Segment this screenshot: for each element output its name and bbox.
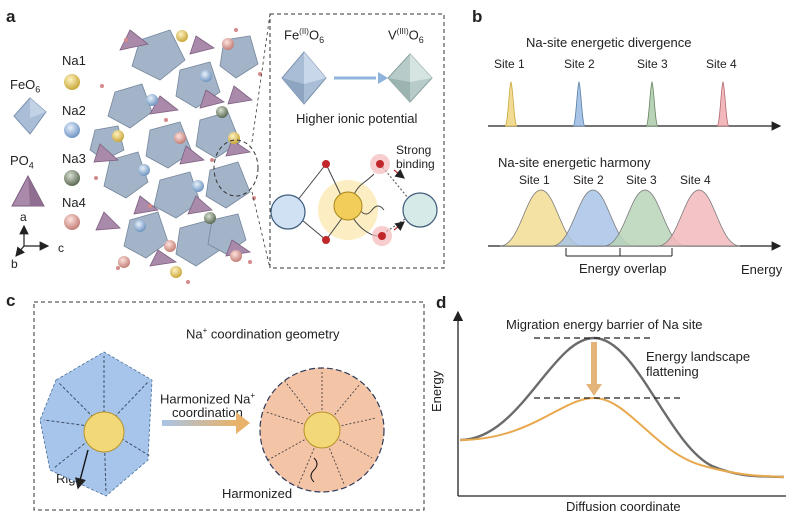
crystal-axes-icon [15, 224, 50, 257]
strong-label: Strong [396, 143, 432, 157]
orange-energy-curve [459, 396, 785, 478]
po4-tetrahedron-icon [11, 174, 45, 207]
harmonized-na-label: Harmonized Na+ [160, 391, 255, 407]
divergence-peak-3 [645, 81, 659, 127]
gray-energy-curve [459, 336, 785, 479]
v-octahedron-label: V(III)O6 [388, 27, 424, 45]
fe-node [270, 194, 306, 230]
fe-to-v-arrowhead [378, 72, 388, 84]
panel-d-letter: d [436, 293, 447, 312]
rigid-polyhedron [39, 351, 153, 497]
na1-label: Na1 [62, 53, 86, 68]
na-node [333, 191, 363, 221]
bottom-site-4-label: Site 4 [680, 173, 711, 187]
na2-label: Na2 [62, 103, 86, 118]
flattening-arrow-shaft [591, 342, 597, 386]
na3-label: Na3 [62, 151, 86, 166]
na3-sphere-icon [64, 170, 80, 186]
harmonize-arrow-shaft [162, 420, 236, 426]
v-octahedron-icon [387, 53, 433, 103]
energy-axis-label: Energy [741, 262, 783, 277]
migration-barrier-label: Migration energy barrier of Na site [506, 317, 703, 332]
flattening-label: flattening [646, 364, 699, 379]
coordination-label: coordination [172, 405, 243, 420]
fe-octahedron-label: Fe(II)O6 [284, 27, 325, 45]
inset-box [269, 13, 445, 269]
harmony-title: Na-site energetic harmony [498, 155, 651, 170]
divergence-peak-4 [716, 81, 730, 127]
v-node [402, 192, 438, 228]
harmonized-label: Harmonized [222, 486, 293, 501]
top-site-4-label: Site 4 [706, 57, 737, 71]
panel-c-letter: c [6, 291, 16, 310]
energy-overlap-label: Energy overlap [579, 261, 667, 276]
top-site-1-label: Site 1 [494, 57, 525, 71]
axis-a-label: a [20, 210, 27, 224]
panel-c-box [33, 301, 425, 511]
axis-c-label: c [58, 241, 64, 255]
harmonize-arrowhead [236, 412, 250, 434]
panel-a-letter: a [6, 7, 16, 26]
na1-sphere-icon [64, 74, 80, 90]
crystal-structure [89, 13, 271, 284]
energy-landscape-label: Energy landscape [646, 349, 751, 364]
top-site-3-label: Site 3 [637, 57, 668, 71]
divergence-peak-2 [572, 81, 586, 127]
panel-d-axes [452, 310, 786, 497]
higher-ionic-potential-label: Higher ionic potential [296, 111, 418, 126]
divergence-peak-1 [504, 81, 518, 127]
diffusion-coordinate-label: Diffusion coordinate [566, 499, 681, 514]
axis-b-label: b [11, 257, 18, 271]
binding-label: binding [396, 157, 435, 171]
na4-sphere-icon [64, 214, 80, 230]
harmonized-sphere [259, 367, 385, 493]
feo6-octahedron-icon [13, 97, 47, 135]
na2-sphere-icon [64, 122, 80, 138]
harmony-peak-4 [657, 189, 741, 247]
na4-label: Na4 [62, 195, 86, 210]
coordination-geometry-title: Na+ coordination geometry [186, 326, 340, 342]
bottom-site-3-label: Site 3 [626, 173, 657, 187]
panel-b-letter: b [472, 7, 483, 26]
feo6-label: FeO6 [10, 77, 41, 95]
po4-label: PO4 [10, 153, 34, 171]
bottom-site-2-label: Site 2 [573, 173, 604, 187]
flattening-arrowhead [586, 384, 602, 396]
divergence-title: Na-site energetic divergence [526, 35, 692, 50]
bottom-site-1-label: Site 1 [519, 173, 550, 187]
energy-overlap-bracket [565, 248, 673, 257]
fe-octahedron-icon [281, 51, 327, 105]
top-site-2-label: Site 2 [564, 57, 595, 71]
